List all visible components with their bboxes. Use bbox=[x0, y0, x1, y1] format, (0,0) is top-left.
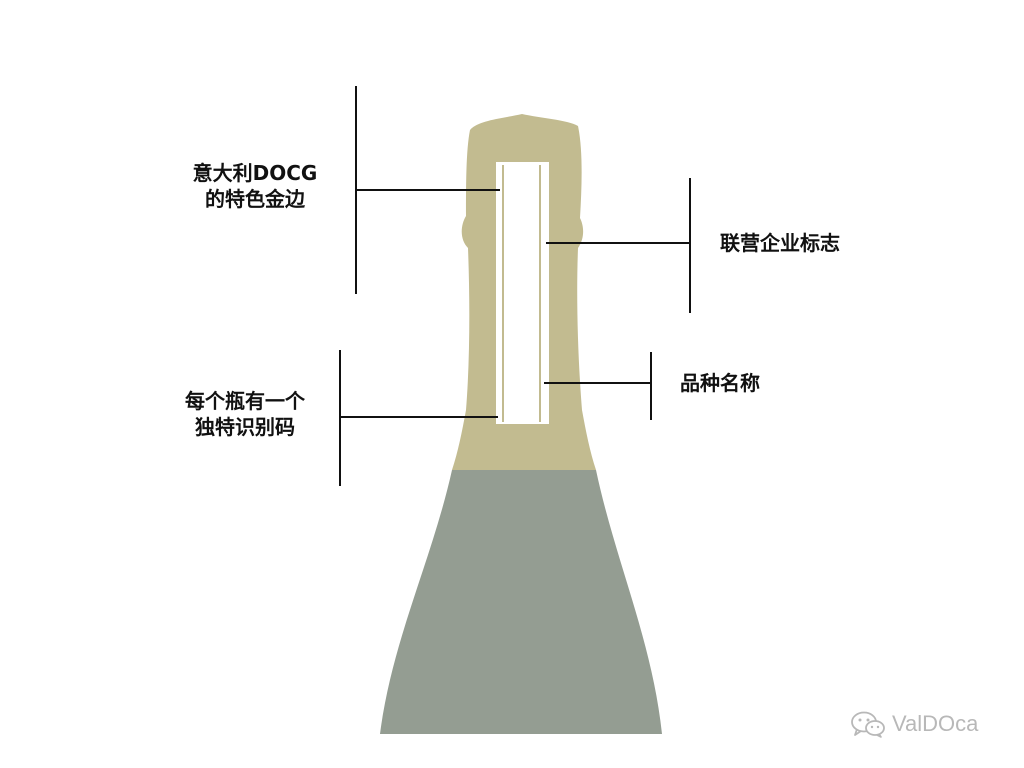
wechat-icon bbox=[851, 711, 885, 738]
docg-band-label-line: 意大利DOCG bbox=[192, 161, 318, 185]
serial-code-label-line: 每个瓶有一个 bbox=[185, 389, 305, 413]
watermark-text: ValDOca bbox=[892, 711, 979, 736]
serial-code-label-line: 独特识别码 bbox=[195, 415, 295, 439]
docg-band-label-line: 的特色金边 bbox=[205, 187, 305, 211]
variety-name-label: 品种名称 bbox=[680, 371, 760, 395]
docg-band-label: 意大利DOCG 的特色金边 bbox=[170, 160, 340, 212]
bottle-body bbox=[380, 470, 662, 734]
consortium-logo-label: 联营企业标志 bbox=[720, 231, 840, 255]
watermark: ValDOca bbox=[850, 710, 978, 738]
serial-code-label: 每个瓶有一个 独特识别码 bbox=[165, 388, 325, 440]
